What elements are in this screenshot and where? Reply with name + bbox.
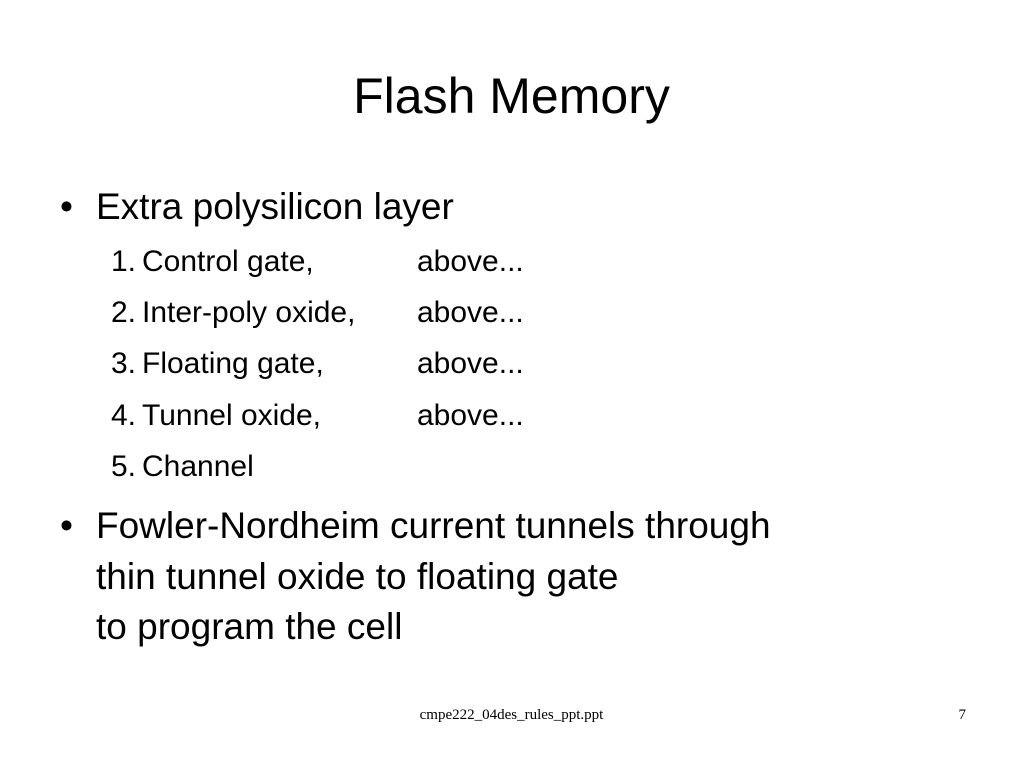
bullet-dot-icon: • [60,186,73,227]
bullet-text: Extra polysilicon layer [96,186,454,227]
list-item-number: 2. [111,296,137,329]
bullet-text-line: thin tunnel oxide to floating gate [96,556,619,597]
list-item-number: 3. [111,347,137,380]
list-item-number: 5. [111,450,137,483]
slide-title: Flash Memory [353,68,670,124]
list-item-position: above... [417,347,524,380]
bullet-dot-icon: • [60,505,73,546]
footer-filename: cmpe222_04des_rules_ppt.ppt [419,707,604,723]
list-item-number: 1. [111,245,137,278]
list-item-position: above... [417,399,524,432]
list-item-number: 4. [111,399,137,432]
list-item-position: above... [417,296,524,329]
page-number: 7 [958,707,967,723]
list-item-label: Control gate, [142,245,314,278]
list-item-label: Channel [142,450,254,483]
list-item-label: Inter-poly oxide, [142,296,356,329]
list-item-label: Floating gate, [142,347,324,380]
list-item-position: above... [417,245,524,278]
bullet-text-line: to program the cell [96,606,403,647]
list-item-label: Tunnel oxide, [142,399,322,432]
bullet-text-line: Fowler-Nordheim current tunnels through [96,505,771,546]
